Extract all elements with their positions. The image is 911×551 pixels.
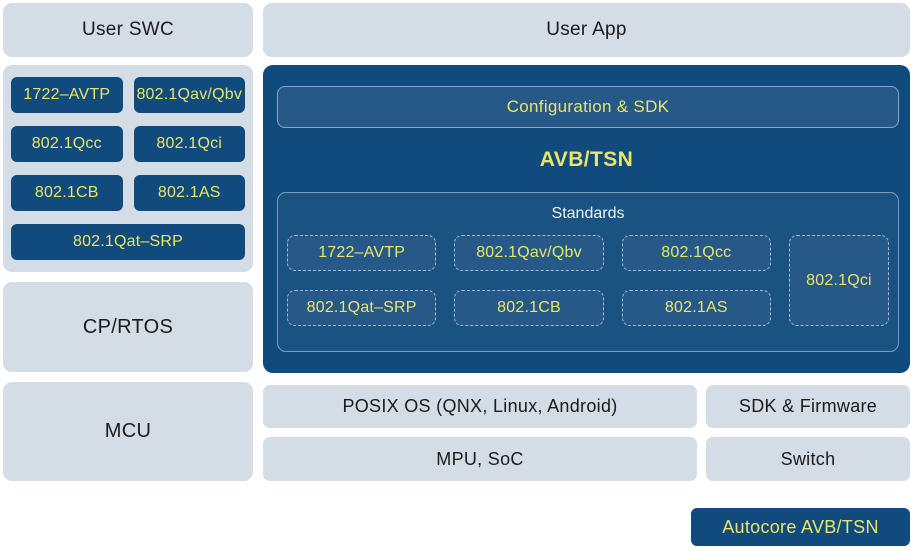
std-chip-8021cb: 802.1CB xyxy=(454,290,604,326)
chip-8021qav-qbv: 802.1Qav/Qbv xyxy=(133,77,245,113)
chip-8021qcc: 802.1Qcc xyxy=(11,126,123,162)
chip-8021qat-srp: 802.1Qat–SRP xyxy=(11,224,245,260)
std-chip-8021as: 802.1AS xyxy=(621,290,771,326)
left-protocol-panel: 1722–AVTP 802.1Qav/Qbv 802.1Qcc 802.1Qci… xyxy=(3,65,253,272)
chip-8021qci: 802.1Qci xyxy=(133,126,245,162)
block-sdk-firmware: SDK & Firmware xyxy=(706,385,910,428)
std-chip-8021qcc: 802.1Qcc xyxy=(621,235,771,271)
standards-panel: Standards 1722–AVTP 802.1Qav/Qbv 802.1Qc… xyxy=(277,192,899,352)
standards-title: Standards xyxy=(551,205,625,222)
block-user-swc: User SWC xyxy=(3,3,253,57)
block-mpu-soc: MPU, SoC xyxy=(263,437,697,481)
std-chip-8021qav-qbv: 802.1Qav/Qbv xyxy=(454,235,604,271)
chip-8021as: 802.1AS xyxy=(133,175,245,211)
avb-tsn-title: AVB/TSN xyxy=(539,148,634,171)
std-chip-8021qci: 802.1Qci xyxy=(788,235,889,326)
std-chip-1722-avtp: 1722–AVTP xyxy=(287,235,437,271)
block-posix-os: POSIX OS (QNX, Linux, Android) xyxy=(263,385,697,428)
chip-8021cb: 802.1CB xyxy=(11,175,123,211)
block-configuration-sdk: Configuration & SDK xyxy=(277,86,899,128)
block-mcu: MCU xyxy=(3,382,253,481)
std-chip-8021qat-srp: 802.1Qat–SRP xyxy=(287,290,437,326)
standards-grid: 1722–AVTP 802.1Qav/Qbv 802.1Qcc 802.1Qci… xyxy=(287,235,889,326)
autocore-avb-tsn-badge: Autocore AVB/TSN xyxy=(691,508,910,546)
block-user-app: User App xyxy=(263,3,910,57)
block-switch: Switch xyxy=(706,437,910,481)
chip-1722-avtp: 1722–AVTP xyxy=(11,77,123,113)
block-cp-rtos: CP/RTOS xyxy=(3,282,253,372)
avb-tsn-main-panel: Configuration & SDK AVB/TSN Standards 17… xyxy=(263,65,910,373)
